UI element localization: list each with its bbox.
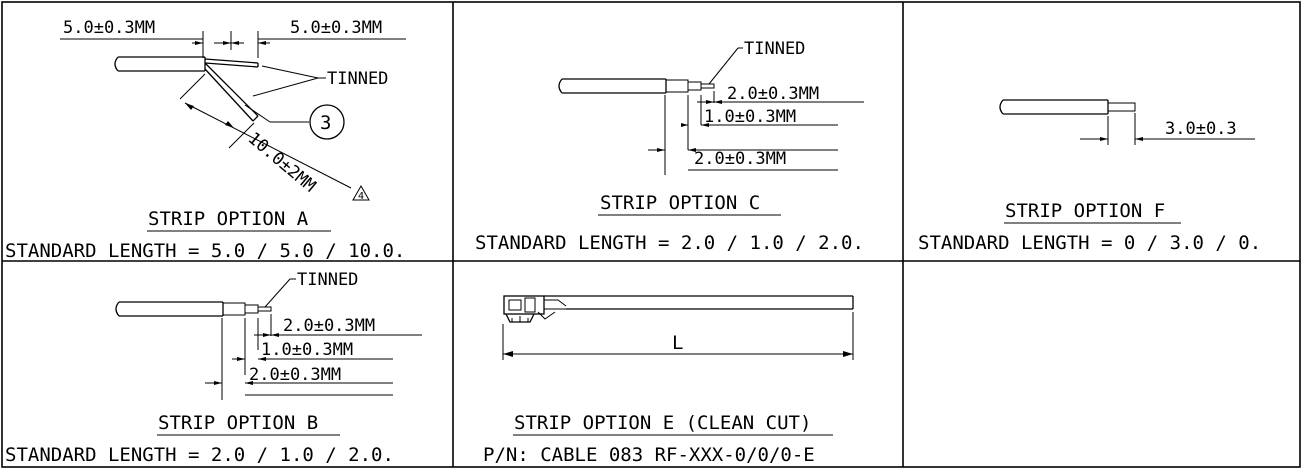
b-standard-length: STANDARD LENGTH = 2.0 / 1.0 / 2.0. (5, 444, 394, 466)
f-dim-1-label: 3.0±0.3 (1165, 119, 1237, 139)
e-title: STRIP OPTION E (CLEAN CUT) (514, 412, 811, 434)
c-braid-shield (665, 79, 689, 93)
a-dim-diagonal-label: 10.0±2MM (244, 129, 320, 197)
a-standard-length: STANDARD LENGTH = 5.0 / 5.0 / 10.0. (5, 240, 405, 262)
a-callout-circle (309, 104, 345, 140)
f-title: STRIP OPTION F (1005, 200, 1165, 222)
empty-cell (905, 263, 1298, 465)
e-part-number: P/N: CABLE 083 RF-XXX-0/0/0-E (483, 444, 815, 466)
e-connector-icon (503, 295, 545, 315)
strip-option-a-panel: 5.0±0.3MM 5.0±0.3MM (5, 18, 406, 262)
strip-option-e-panel: L STRIP OPTION E (CLEAN CUT) P/N: CABLE … (483, 295, 854, 466)
b-dielectric (244, 304, 259, 314)
c-title: STRIP OPTION C (600, 192, 760, 214)
b-title: STRIP OPTION B (158, 412, 318, 434)
b-braid-shield (222, 302, 246, 316)
strip-option-b-panel: TINNED 2.0±0.3MM 1.0±0.3MM 2.0±0.3MM STR… (5, 270, 422, 466)
c-standard-length: STANDARD LENGTH = 2.0 / 1.0 / 2.0. (475, 232, 864, 254)
f-standard-length: STANDARD LENGTH = 0 / 3.0 / 0. (918, 232, 1261, 254)
c-dielectric (687, 81, 702, 91)
strip-option-c-panel: TINNED 2.0±0.3MM 1.0±0.3MM 2.0±0.3MM STR… (475, 39, 864, 254)
b-dim-2-label: 1.0±0.3MM (261, 340, 353, 360)
a-revision-marker: 4 (358, 191, 364, 202)
e-connector-cable (503, 295, 854, 323)
e-length-label: L (672, 332, 683, 354)
a-callout-number: 3 (320, 112, 331, 134)
c-tinned-label: TINNED (744, 39, 805, 59)
b-tinned-label: TINNED (297, 270, 358, 290)
a-revision-triangle-icon (352, 184, 370, 201)
c-dim-1-label: 2.0±0.3MM (727, 84, 819, 104)
f-cable (999, 99, 1136, 115)
a-dim-left-label: 5.0±0.3MM (63, 18, 155, 38)
b-dim-3-label: 2.0±0.3MM (249, 365, 341, 385)
c-cable (558, 78, 715, 94)
b-dim-1-label: 2.0±0.3MM (283, 316, 375, 336)
strip-option-f-panel: 3.0±0.3 STRIP OPTION F STANDARD LENGTH =… (918, 99, 1261, 254)
b-cable (115, 301, 272, 317)
a-title: STRIP OPTION A (148, 208, 309, 230)
c-dim-2-label: 1.0±0.3MM (704, 107, 796, 127)
a-cable (114, 56, 259, 122)
a-tinned-label: TINNED (327, 69, 388, 89)
b-conductor (257, 306, 272, 312)
a-dim-right-label: 5.0±0.3MM (290, 18, 382, 38)
c-conductor (700, 83, 715, 89)
f-conductor (1107, 102, 1136, 112)
c-dim-3-label: 2.0±0.3MM (694, 149, 786, 169)
